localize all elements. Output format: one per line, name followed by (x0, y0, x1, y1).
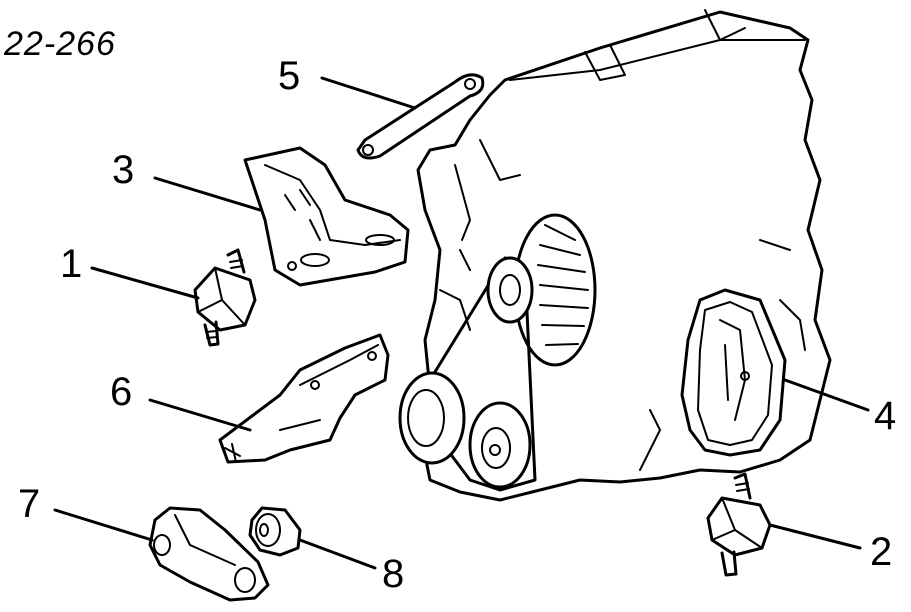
part-8-bushing (248, 506, 302, 557)
part-7-mount (148, 506, 270, 602)
leader-lines (53, 76, 870, 570)
engine-block (398, 9, 832, 502)
leader-5 (320, 76, 417, 110)
callout-4: 4 (874, 394, 897, 438)
leader-6 (148, 398, 252, 432)
part-2-mount-insulator (706, 472, 772, 577)
leader-2 (768, 523, 862, 550)
leader-3 (153, 176, 262, 212)
leader-8 (298, 538, 377, 570)
figure-code: 22-266 (4, 25, 116, 63)
part-5-torque-rod (356, 73, 485, 160)
leader-4 (783, 378, 870, 412)
callout-5: 5 (278, 54, 301, 98)
leader-7 (53, 508, 154, 542)
part-1-mount-insulator (193, 248, 257, 347)
callout-1: 1 (60, 242, 83, 286)
part-6-bracket (218, 333, 390, 464)
callout-2: 2 (870, 530, 893, 574)
leader-1 (90, 266, 200, 300)
part-3-bracket (243, 146, 410, 287)
callout-6: 6 (110, 370, 133, 414)
callout-8: 8 (382, 552, 405, 596)
part-4-mount-insulator (680, 288, 787, 457)
callout-3: 3 (112, 148, 135, 192)
callout-7: 7 (18, 482, 41, 526)
